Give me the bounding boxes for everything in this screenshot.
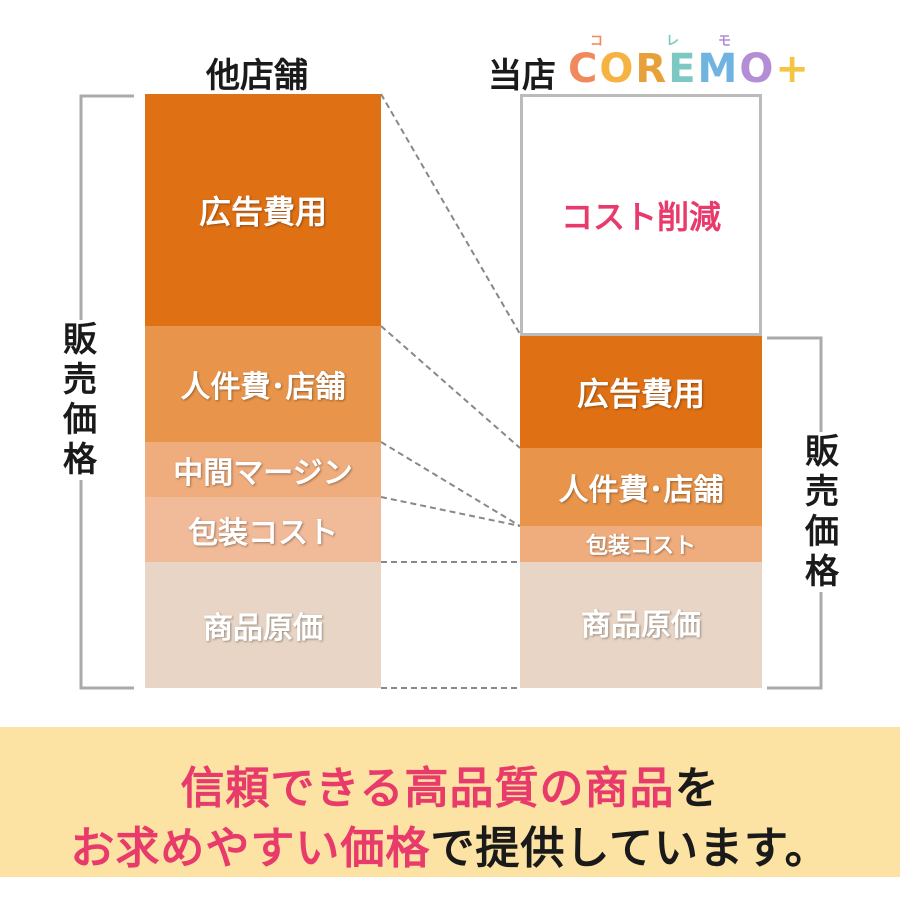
right-segment-label: コスト削減	[560, 198, 721, 236]
left-column-header: 他店舗	[206, 56, 308, 96]
left-segment-labor-store: 人件費･店舗	[145, 326, 381, 442]
side-label-char: 売	[805, 472, 839, 512]
right-segment-label: 包装コスト	[585, 534, 696, 559]
logo-kana-3: モ	[718, 34, 732, 49]
left-segment-label: 中間マージン	[173, 455, 353, 491]
logo-letter-o2: O	[739, 46, 776, 92]
left-segment-middle-margin: 中間マージン	[145, 442, 381, 497]
right-segment-labor-store: 人件費･店舗	[520, 448, 762, 526]
right-column-header: 当店	[488, 56, 556, 96]
logo-wordmark: COREMO+	[568, 46, 811, 92]
coremo-logo: コ レ モ COREMO+	[568, 34, 809, 92]
left-segment-product-cost: 商品原価	[145, 562, 381, 688]
logo-kana-2: レ	[666, 34, 680, 49]
message-line-2-highlight: お求めやすい価格	[70, 823, 431, 874]
side-label-char: 格	[63, 440, 97, 480]
message-band	[0, 727, 900, 877]
logo-letter-c: C	[568, 46, 600, 92]
right-segment-label: 商品原価	[581, 608, 701, 643]
left-segment-packaging: 包装コスト	[145, 497, 381, 562]
right-segment-ad-cost: 広告費用	[520, 336, 762, 448]
right-segment-product-cost: 商品原価	[520, 562, 762, 688]
side-label-char: 格	[805, 552, 839, 592]
logo-letter-r: R	[635, 46, 669, 92]
side-label-char: 価	[63, 400, 97, 440]
logo-kana-1: コ	[590, 34, 604, 49]
right-segment-packaging: 包装コスト	[520, 526, 762, 562]
message-line-2-rest: で提供しています。	[430, 823, 830, 874]
side-label-char: 価	[805, 512, 839, 552]
left-segment-label: 人件費･店舗	[180, 370, 346, 405]
right-segment-label: 人件費･店舗	[558, 473, 724, 508]
message-line-2: お求めやすい価格で提供しています。	[0, 812, 900, 876]
left-segment-label: 広告費用	[198, 193, 327, 231]
right-segment-label: 広告費用	[576, 375, 705, 413]
side-label-char: 販	[63, 320, 97, 360]
left-segment-ad-cost: 広告費用	[145, 94, 381, 326]
message-line-1: 信頼できる高品質の商品を	[0, 752, 900, 816]
side-label-char: 販	[805, 432, 839, 472]
side-label-char: 売	[63, 360, 97, 400]
left-segment-label: 商品原価	[203, 611, 323, 646]
logo-letter-m: M	[697, 46, 740, 92]
message-line-1-highlight: 信頼できる高品質の商品	[180, 763, 675, 814]
logo-letter-plus: +	[775, 46, 811, 92]
left-segment-label: 包装コスト	[188, 515, 338, 551]
right-segment-cost-reduction: コスト削減	[520, 94, 762, 336]
side-label-right: 販 売 価 格	[800, 432, 844, 592]
logo-letter-e: E	[668, 46, 698, 92]
message-line-1-rest: を	[674, 763, 720, 814]
side-label-left: 販 売 価 格	[58, 320, 102, 480]
logo-letter-o: O	[599, 46, 636, 92]
